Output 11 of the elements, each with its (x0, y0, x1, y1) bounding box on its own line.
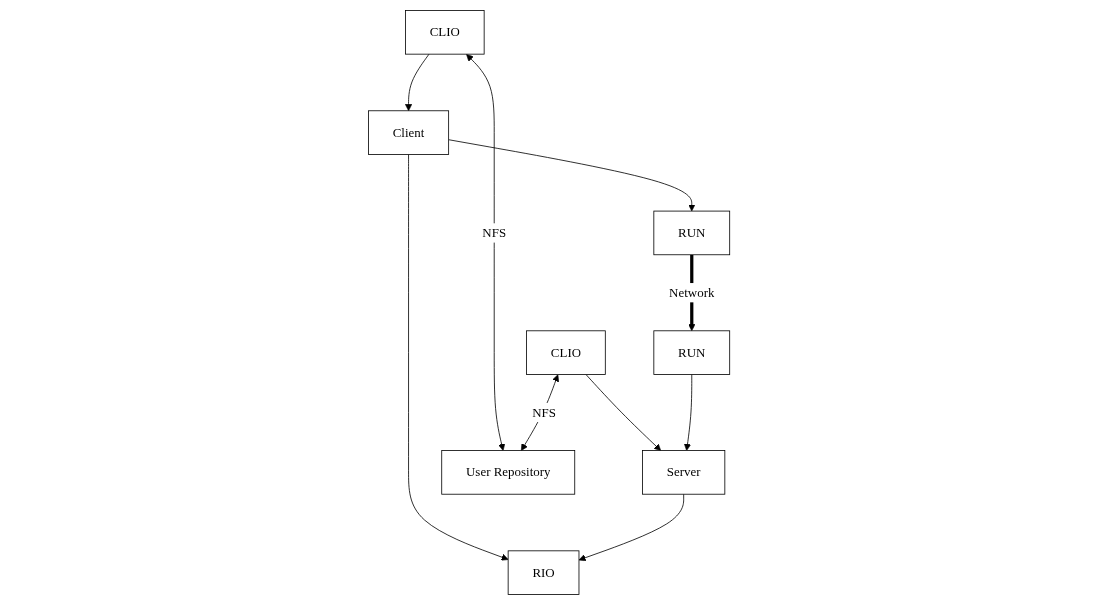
node-box: CLIO (526, 330, 606, 375)
edge-label: NFS (482, 225, 506, 240)
edge-label: Network (669, 285, 715, 300)
node-box: CLIO (404, 10, 485, 55)
node-box: RUN (653, 210, 730, 256)
edge-label: NFS (532, 405, 556, 419)
node-box: RIO (507, 550, 580, 595)
node-box: User Repository (441, 450, 576, 495)
node-box: Client (367, 110, 449, 155)
node-box: Server (642, 450, 726, 495)
node-box: RUN (653, 330, 730, 375)
